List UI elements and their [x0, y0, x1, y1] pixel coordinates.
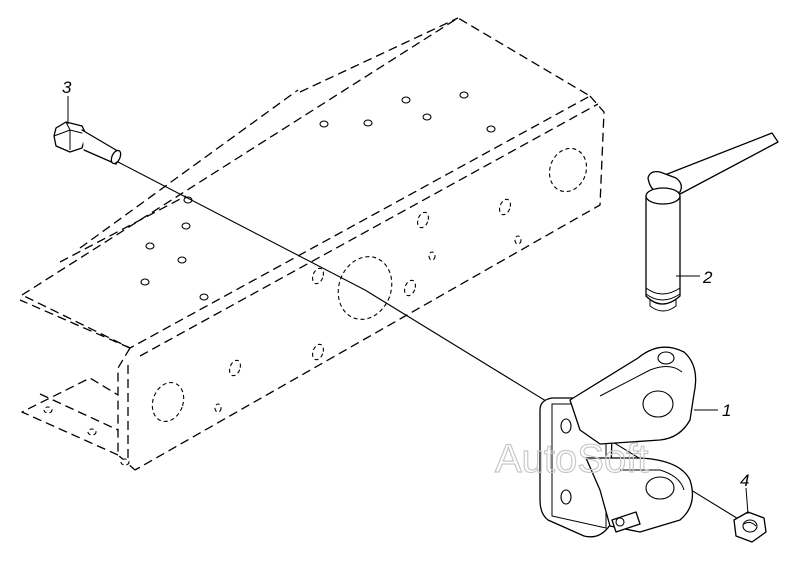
- bracket-part-1: [539, 346, 697, 538]
- nut-part-4: [733, 511, 767, 543]
- frame-crossmember: [19, 17, 605, 471]
- watermark-text: AutoSoft: [495, 437, 648, 481]
- callout-1: 1: [722, 401, 731, 420]
- callout-2: 2: [702, 268, 713, 287]
- pin-part-2: [645, 132, 779, 312]
- bolt-part-3: [53, 121, 122, 165]
- callout-3: 3: [62, 78, 72, 97]
- web-holes: [43, 147, 588, 466]
- callout-4: 4: [740, 471, 749, 490]
- leader-lines: [67, 96, 749, 515]
- top-flange-holes: [140, 91, 496, 301]
